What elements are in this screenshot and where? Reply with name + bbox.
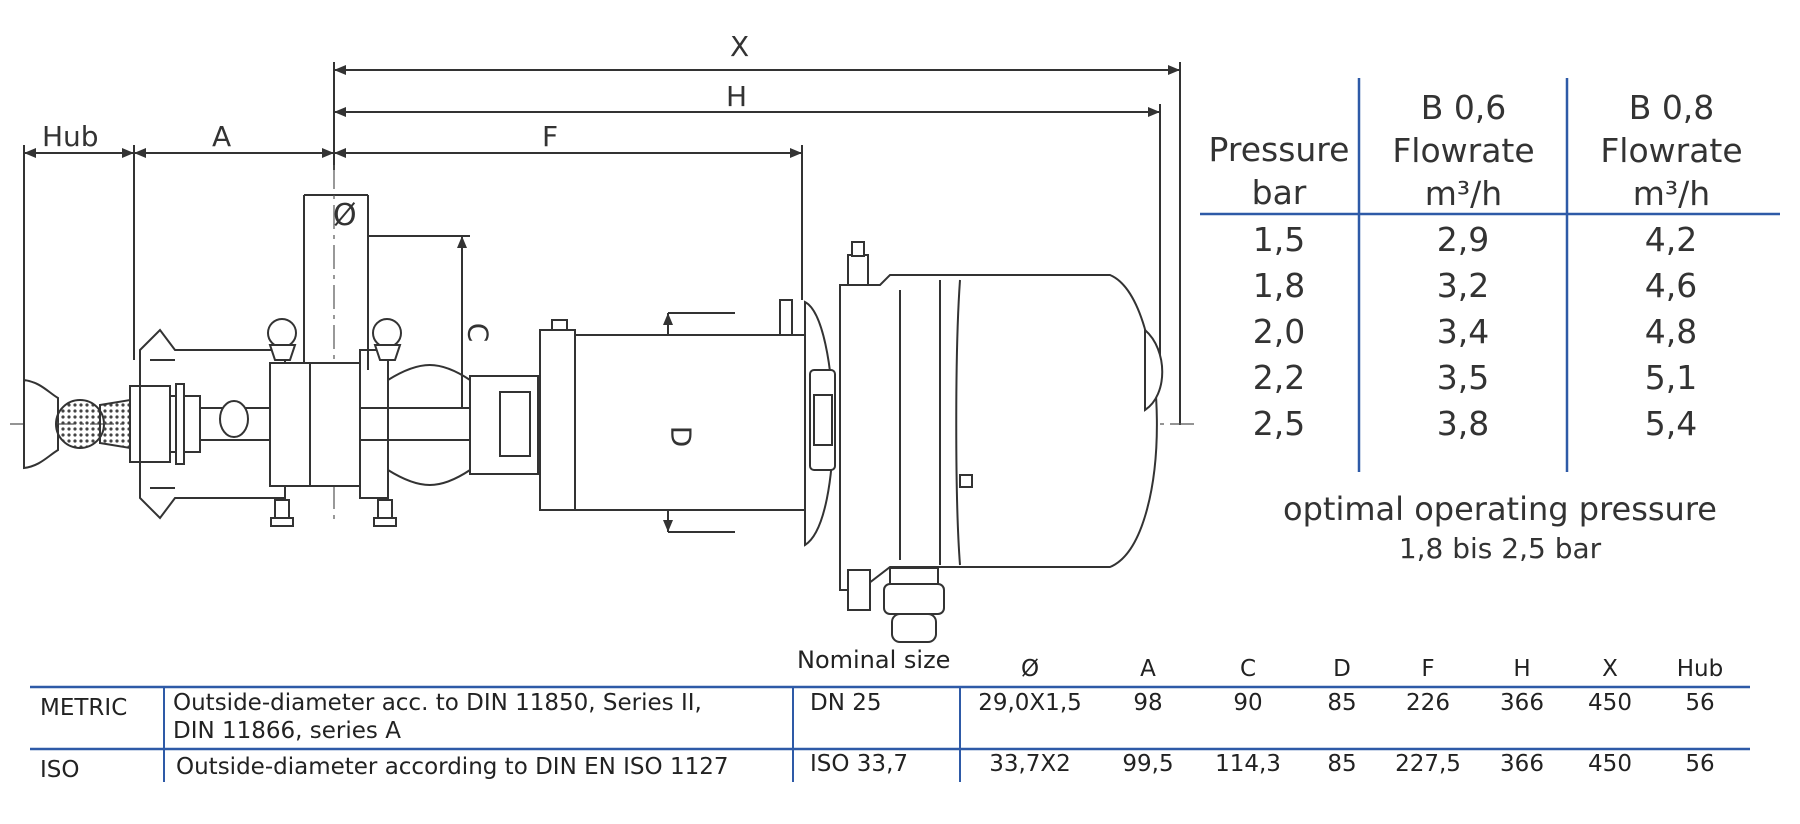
value-cell: 90	[1233, 690, 1263, 716]
pressure-cell: 2,0	[1252, 312, 1306, 351]
nominal-cell: DN 25	[810, 690, 882, 716]
value-cell: 29,0X1,5	[978, 690, 1082, 716]
value-cell: 85	[1327, 690, 1357, 716]
dim-label-diameter: Ø	[333, 198, 357, 233]
dim-label-x: X	[730, 30, 750, 63]
flowrate-b06-cell: 3,4	[1436, 312, 1490, 351]
value-cell: 56	[1685, 690, 1715, 716]
value-cell: 366	[1500, 751, 1544, 777]
dim-label-a: A	[212, 120, 232, 153]
column-header: A	[1140, 656, 1156, 682]
pressure-cell: 2,5	[1252, 404, 1306, 443]
flowrate-b06-cell: 2,9	[1436, 220, 1490, 259]
dim-label-h: H	[726, 80, 748, 113]
column-header: C	[1239, 656, 1257, 682]
column-header: H	[1513, 656, 1531, 682]
value-cell: 33,7X2	[989, 751, 1071, 777]
nozzle-body	[23, 318, 541, 527]
dim-label-f: F	[542, 120, 559, 153]
flowrate-b06-cell: 3,5	[1436, 358, 1490, 397]
flowrate-b08-cell: 4,8	[1644, 312, 1698, 351]
optimal-pressure-range: 1,8 bis 2,5 bar	[1398, 532, 1602, 565]
value-cell: 56	[1685, 751, 1715, 777]
description-cell: Outside-diameter according to DIN EN ISO…	[176, 754, 729, 780]
value-cell: 99,5	[1122, 751, 1174, 777]
value-cell: 114,3	[1215, 751, 1281, 777]
header-pressure: Pressure bar	[1208, 130, 1350, 212]
column-header: F	[1421, 656, 1435, 682]
pressure-cell: 1,5	[1252, 220, 1306, 259]
dim-label-hub: Hub	[42, 120, 99, 153]
pressure-cell: 1,8	[1252, 266, 1306, 305]
column-header: Hub	[1676, 656, 1724, 682]
description-cell: DIN 11866, series A	[173, 718, 401, 744]
dim-label-c: C	[461, 322, 495, 343]
value-cell: 85	[1327, 751, 1357, 777]
standard-cell: METRIC	[40, 695, 128, 721]
value-cell: 450	[1588, 751, 1632, 777]
value-cell: 226	[1406, 690, 1450, 716]
value-cell: 366	[1500, 690, 1544, 716]
flowrate-b06-cell: 3,2	[1436, 266, 1490, 305]
description-cell: Outside-diameter acc. to DIN 11850, Seri…	[173, 690, 702, 716]
flowrate-b08-cell: 5,4	[1644, 404, 1698, 443]
header-b06: B 0,6 Flowrate m³/h	[1392, 88, 1535, 213]
header-b08: B 0,8 Flowrate m³/h	[1600, 88, 1743, 213]
column-header: Ø	[1020, 656, 1040, 682]
flowrate-b08-cell: 4,6	[1644, 266, 1698, 305]
value-cell: 98	[1133, 690, 1163, 716]
nominal-cell: ISO 33,7	[810, 751, 909, 777]
column-header: X	[1602, 656, 1618, 682]
flowrate-b06-cell: 3,8	[1436, 404, 1490, 443]
nominal-size-header: Nominal size	[797, 646, 951, 674]
value-cell: 227,5	[1395, 751, 1461, 777]
optimal-pressure-title: optimal operating pressure	[1283, 490, 1717, 528]
column-header: D	[1333, 656, 1351, 682]
flowrate-b08-cell: 5,1	[1644, 358, 1698, 397]
dim-label-d: D	[664, 425, 698, 448]
standard-cell: ISO	[40, 757, 80, 783]
flowrate-b08-cell: 4,2	[1644, 220, 1698, 259]
pressure-cell: 2,2	[1252, 358, 1306, 397]
motor-housing	[539, 241, 1164, 643]
value-cell: 450	[1588, 690, 1632, 716]
